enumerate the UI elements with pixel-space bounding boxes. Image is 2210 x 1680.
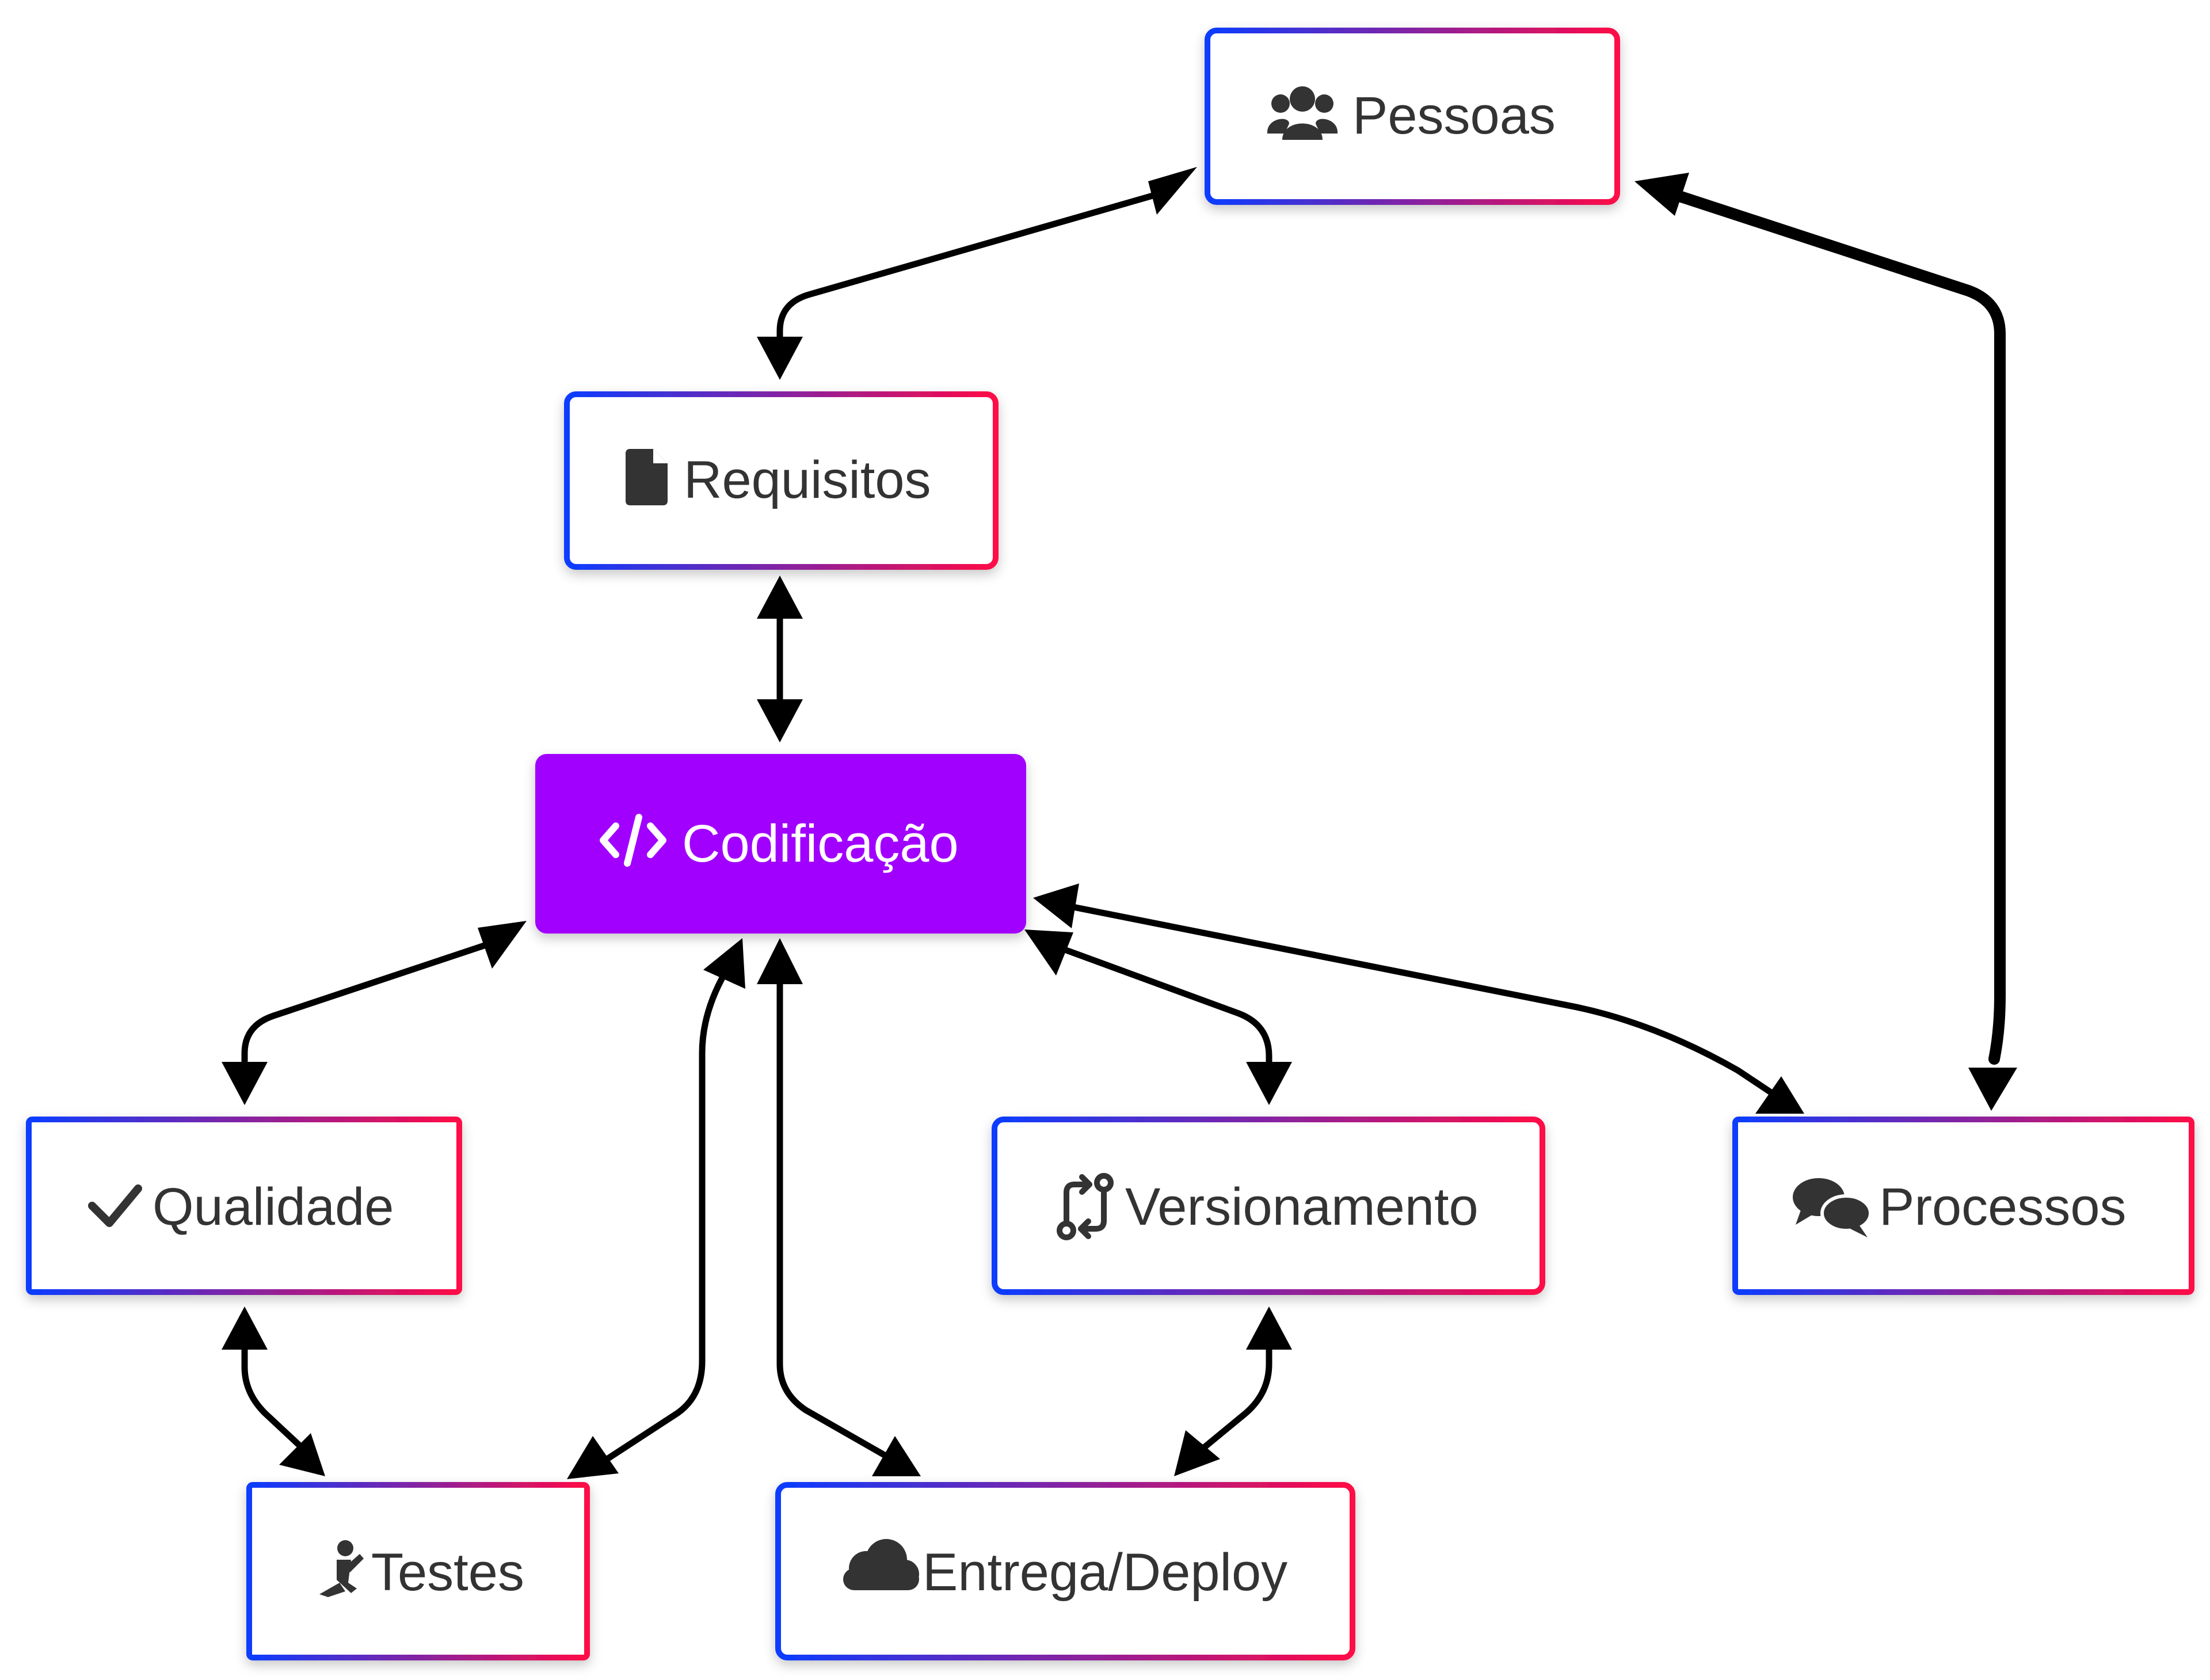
arrowhead-entrega-from-versionamento	[1174, 1430, 1220, 1476]
arrowhead-versionamento-from-entrega	[1246, 1306, 1292, 1350]
arrowhead-testes-from-qualidade	[279, 1433, 325, 1476]
node-requisitos-label: Requisitos	[684, 451, 931, 509]
node-entrega-label: Entrega/Deploy	[923, 1543, 1287, 1602]
arrowhead-qualidade-from-testes	[222, 1306, 268, 1350]
node-pessoas[interactable]: Pessoas	[1205, 28, 1620, 205]
code-icon	[600, 814, 666, 867]
node-codificacao[interactable]: Codificação	[535, 754, 1026, 934]
arrowhead-codificacao-from-testes	[703, 938, 745, 989]
edges	[241, 187, 2006, 1462]
person-kneeling-icon	[319, 1540, 364, 1597]
users-icon	[1267, 86, 1338, 140]
arrowhead-qualidade-from-codificacao	[222, 1062, 268, 1105]
edge-codificacao-qualidade	[241, 940, 493, 1080]
node-versionamento-label: Versionamento	[1125, 1178, 1479, 1236]
check-icon	[88, 1184, 142, 1227]
edge-versionamento-entrega	[1194, 1335, 1272, 1457]
arrowhead-requisitos-from-codificacao	[757, 576, 803, 619]
edge-codificacao-versionamento	[1061, 946, 1272, 1080]
arrowhead-processos-from-pessoas	[1968, 1068, 2017, 1111]
edge-pessoas-processos	[1663, 187, 2006, 1065]
node-processos[interactable]: Processos	[1732, 1117, 2194, 1295]
arrowhead-codificacao-from-versionamento	[1024, 929, 1073, 976]
arrowhead-entrega-from-codificacao	[872, 1436, 921, 1476]
node-testes-label: Testes	[371, 1543, 524, 1602]
arrowhead-processos-from-codificacao	[1755, 1076, 1804, 1114]
node-qualidade-label: Qualidade	[153, 1178, 394, 1236]
arrowhead-codificacao-from-requisitos	[757, 699, 803, 742]
edge-codificacao-testes	[604, 969, 729, 1462]
arrowheads	[222, 167, 2017, 1479]
arrowhead-pessoas-from-processos	[1634, 173, 1689, 216]
edge-codificacao-processos	[1067, 903, 1776, 1097]
arrowhead-versionamento-from-codificacao	[1246, 1062, 1292, 1105]
node-pessoas-label: Pessoas	[1352, 86, 1556, 145]
file-icon	[626, 449, 668, 505]
node-versionamento[interactable]: Versionamento	[992, 1117, 1545, 1295]
edge-pessoas-requisitos	[776, 189, 1166, 360]
arrowhead-pessoas-from-requisitos	[1148, 167, 1197, 215]
arrowhead-testes-from-codificacao	[567, 1436, 619, 1479]
node-qualidade[interactable]: Qualidade	[26, 1117, 462, 1295]
code-compare-icon	[1057, 1173, 1114, 1240]
node-codificacao-label: Codificação	[682, 814, 959, 873]
arrowhead-requisitos-from-pessoas	[757, 337, 803, 380]
node-processos-label: Processos	[1879, 1178, 2127, 1236]
arrowhead-codificacao-from-qualidade	[478, 921, 527, 969]
node-testes[interactable]: Testes	[246, 1482, 590, 1660]
node-entrega[interactable]: Entrega/Deploy	[775, 1482, 1355, 1660]
cloud-icon	[843, 1539, 919, 1590]
arrowhead-codificacao-from-processos	[1033, 883, 1079, 928]
edge-codificacao-entrega	[776, 969, 890, 1460]
node-requisitos[interactable]: Requisitos	[564, 391, 999, 570]
arrowhead-codificacao-from-entrega	[757, 938, 803, 984]
edge-qualidade-testes	[241, 1335, 311, 1457]
comments-icon	[1793, 1178, 1872, 1237]
